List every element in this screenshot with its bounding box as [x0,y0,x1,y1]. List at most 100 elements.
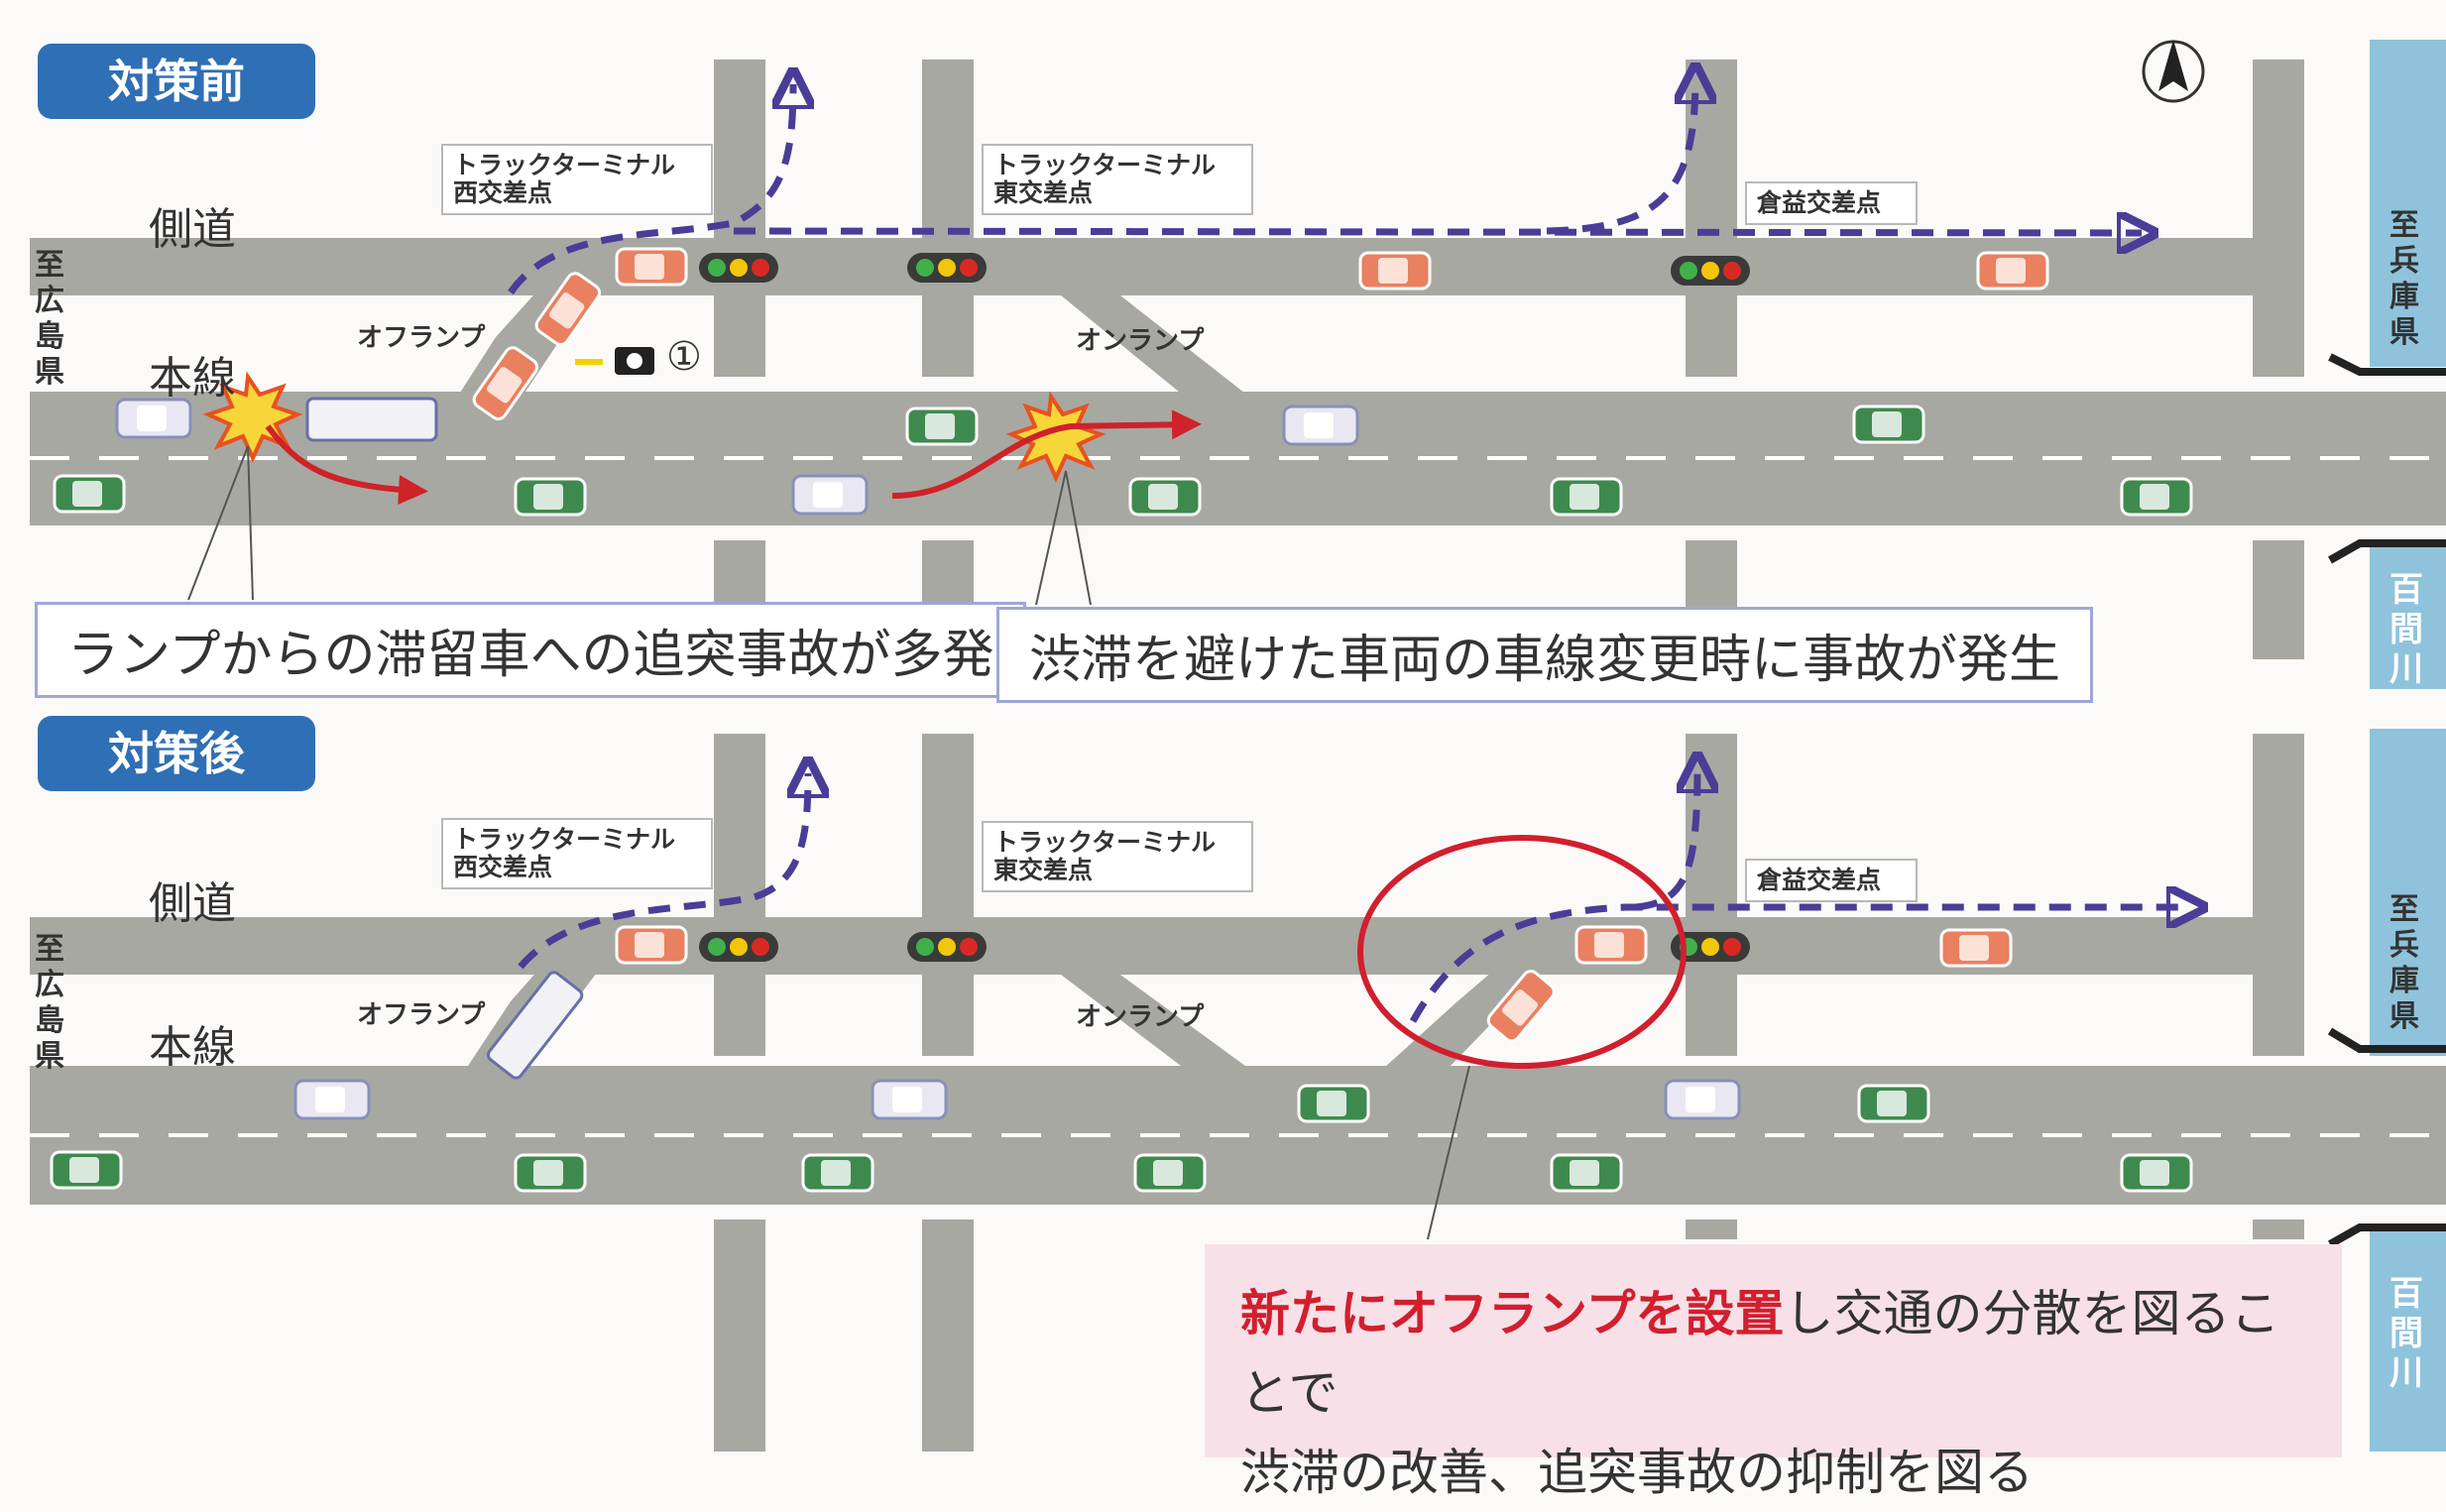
car-white [1282,405,1359,446]
countermeasure-note: 新たにオフランプを設置し交通の分散を図ることで 渋滞の改善、追突事故の抑制を図る [1205,1244,2342,1501]
car-green [514,1153,587,1193]
cross-road [2253,734,2304,1056]
note-bold-text: 新たにオフランプを設置 [1240,1285,1785,1342]
main-line-label: 本線 [149,353,236,404]
route-to-north-east [1546,79,1695,235]
route-to-north-west [518,773,808,970]
car-green [1297,1084,1370,1123]
highlight-leader [1427,1065,1470,1240]
car-orange [615,925,688,965]
car-orange [1939,928,2013,968]
side-road [30,238,2261,295]
highlight-circle [1357,835,1687,1069]
car-green [1857,1084,1930,1123]
east-intersection-label: トラックターミナル 東交差点 [982,821,1253,892]
traffic-signal [699,253,778,283]
bridge-rail [2327,1027,2446,1053]
cross-road [714,59,765,377]
truck [486,971,584,1080]
car-green [2120,477,2193,517]
cross-road [2253,540,2304,659]
side-road-label: 側道 [149,878,236,929]
kurama-intersection-label: 倉益交差点 [1745,181,1918,225]
car-green [2120,1153,2193,1193]
on-ramp-road [1061,975,1249,1069]
car-green [1550,477,1623,517]
accident-path [891,409,1202,499]
route-east [733,231,2142,233]
accident-path [265,424,428,505]
callout-leader [187,445,254,601]
river [2370,1229,2446,1452]
note-rest-text: し交通の分散を図ることで [1240,1285,2280,1422]
traffic-signal [907,253,987,283]
east-destination-label: 至兵庫県 [2389,208,2419,350]
main-line-label: 本線 [149,1022,236,1073]
river-label: 百間川 [2389,1274,2423,1393]
cross-road [2253,1220,2304,1239]
route-new-ramp [1409,907,2191,1023]
car-green [801,1153,874,1193]
cross-road [714,1220,765,1452]
car-green [1852,405,1925,444]
off-ramp-label: オフランプ [357,323,486,353]
car-white [293,1079,371,1120]
car-orange [1358,251,1432,291]
road-diagram-canvas [30,40,2446,1452]
callout-leader [1035,470,1092,606]
bridge-rail [2328,539,2446,564]
cross-road [922,1220,974,1452]
on-ramp-road [1061,295,1249,397]
bridge-rail [2328,1223,2446,1248]
river [2370,729,2446,1056]
off-ramp-label: オフランプ [357,1000,486,1030]
route-to-north-east [1635,768,1697,911]
cross-road [1686,1220,1737,1239]
river [2370,40,2446,367]
cross-road [922,734,974,1056]
car-green [1128,477,1202,517]
side-road [30,917,2261,975]
callout-rear-end-collision: ランプからの滞留車への追突事故が多発 [35,602,1027,698]
car-orange [615,247,688,287]
west-destination-label: 至広島県 [35,248,64,390]
car-white [791,474,869,516]
river [2370,540,2446,689]
on-ramp-label: オンランプ [1076,326,1205,356]
car-white [1664,1079,1741,1120]
panel-after [30,729,2446,1452]
callout-lane-change-accident: 渋滞を避けた車両の車線変更時に事故が発生 [996,607,2094,703]
after-tag: 対策後 [38,716,315,791]
cross-road [1686,734,1737,1056]
car-green [53,474,126,514]
route-to-north-west [508,84,793,294]
west-intersection-label: トラックターミナル 西交差点 [441,818,713,889]
bridge-rail [2328,353,2446,376]
collision-burst-icon [1005,391,1107,483]
car-green [50,1150,123,1190]
traffic-signal [1671,256,1750,286]
cross-road [2253,59,2304,377]
car-orange [1976,251,2049,291]
car-white [871,1079,948,1120]
note-line-1: 新たにオフランプを設置し交通の分散を図ることで [1240,1274,2306,1433]
west-destination-label: 至広島県 [35,932,64,1074]
car-green [1550,1153,1623,1193]
north-arrow-needle [2158,40,2188,91]
east-intersection-label: トラックターミナル 東交差点 [982,144,1253,215]
west-intersection-label: トラックターミナル 西交差点 [441,144,713,215]
truck [305,397,438,442]
car-orange [1574,925,1648,965]
panel-before [30,40,2446,689]
cross-road [922,59,974,377]
river-label: 百間川 [2389,570,2423,689]
car-green [905,407,979,446]
traffic-signal [907,932,987,962]
east-destination-label: 至兵庫県 [2389,892,2419,1034]
car-green [1133,1153,1207,1193]
side-road-label: 側道 [149,204,236,255]
traffic-signal [699,932,778,962]
kurama-intersection-label: 倉益交差点 [1745,859,1918,902]
before-tag: 対策前 [38,44,315,119]
on-ramp-label: オンランプ [1076,1002,1205,1032]
